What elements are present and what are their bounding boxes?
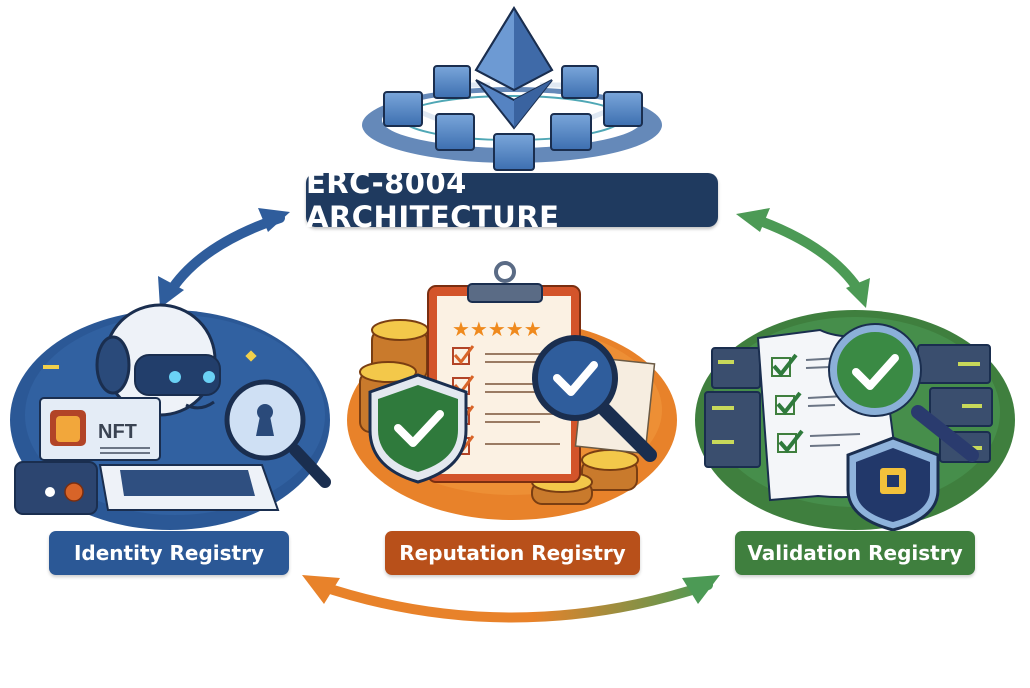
validation-illustration — [695, 310, 1015, 532]
reputation-registry-label: Reputation Registry — [385, 531, 640, 575]
robot-agent-icon — [95, 303, 221, 417]
arrow-architecture-validation — [736, 208, 870, 308]
arrow-architecture-identity — [158, 208, 290, 308]
identity-illustration: NFT — [10, 303, 331, 530]
reputation-illustration: ★★★★★ — [347, 261, 677, 520]
nft-label: NFT — [98, 421, 137, 443]
magnifier-check-icon — [828, 323, 979, 462]
magnifier-check-icon — [532, 335, 657, 462]
shield-chip-icon — [846, 436, 940, 532]
identity-registry-label: Identity Registry — [49, 531, 289, 575]
arrow-reputation-validation — [302, 575, 720, 623]
keyhole-magnifier-icon — [224, 379, 331, 488]
validation-registry-label: Validation Registry — [735, 531, 975, 575]
ethereum-network-icon — [362, 6, 662, 171]
laptop-icon — [98, 464, 280, 511]
nft-card-icon: NFT — [39, 397, 161, 461]
shield-check-icon — [368, 373, 468, 484]
wallet-icon — [14, 461, 98, 515]
five-stars-icon: ★★★★★ — [452, 317, 542, 341]
architecture-title: ERC-8004 ARCHITECTURE — [306, 166, 718, 234]
block-cube — [383, 65, 643, 171]
svg-text:★★★★★: ★★★★★ — [452, 317, 542, 341]
